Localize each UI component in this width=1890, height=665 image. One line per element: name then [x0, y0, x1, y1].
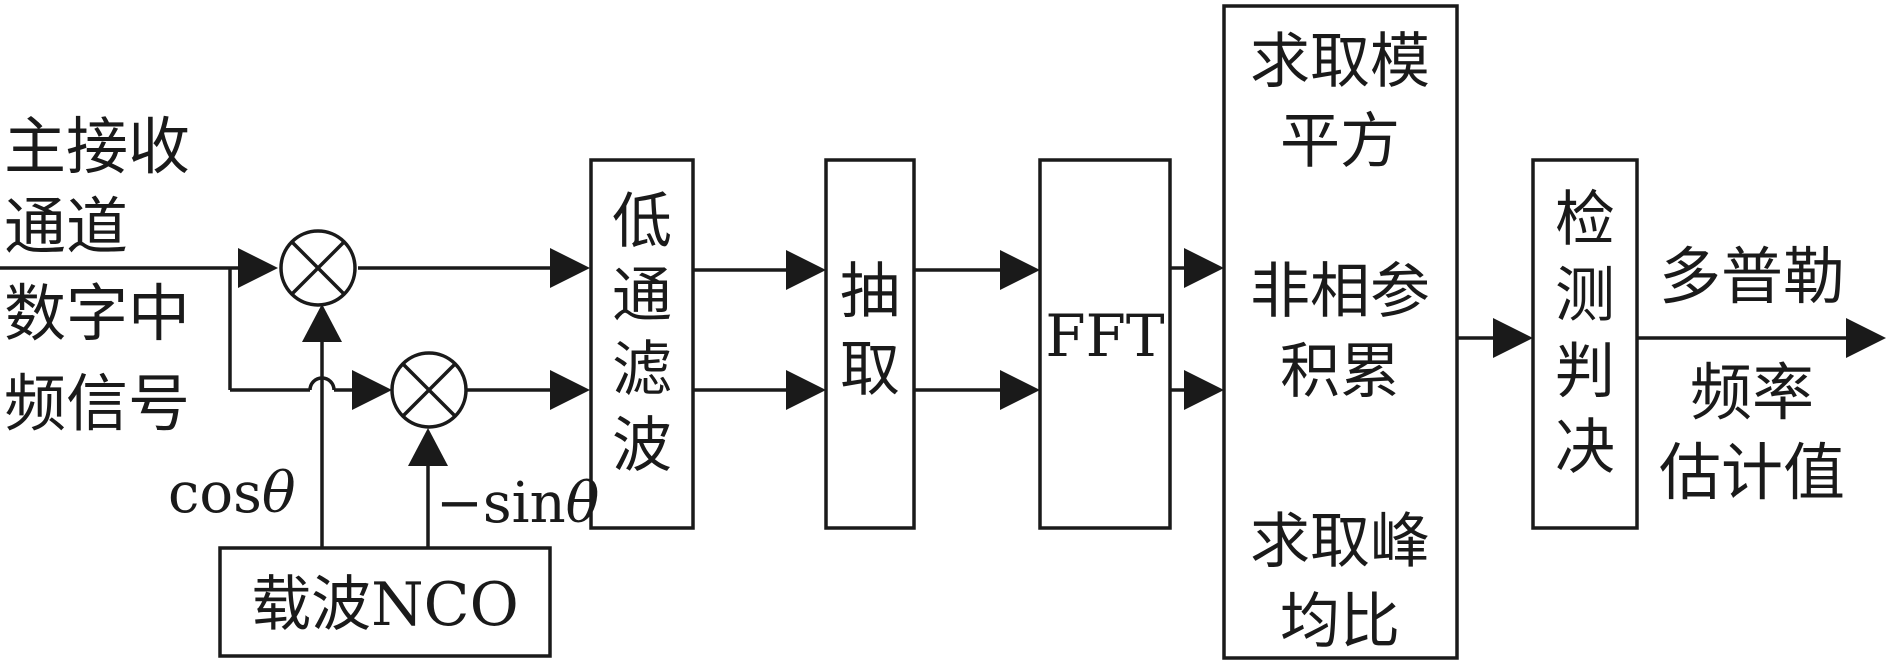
nco-box — [218, 546, 552, 658]
nc-bot-line2: 均比 — [1280, 587, 1400, 657]
fft-label: FFT — [1045, 302, 1164, 370]
decim-box — [824, 158, 916, 530]
arrow-fft-nc-2 — [1184, 370, 1224, 410]
nco-label: 载波NCO — [251, 570, 519, 640]
arrow-lpf-decim-1 — [786, 250, 826, 290]
nc-top-line2: 平方 — [1280, 107, 1400, 177]
noncoherent-box — [1222, 4, 1459, 660]
arrow-input-mixer1 — [238, 248, 278, 288]
input-main-line2: 通道 — [4, 190, 128, 263]
lpf-box — [589, 158, 695, 530]
input-if-line1: 数字中 — [4, 277, 190, 350]
output-bottom-line2: 估计值 — [1659, 436, 1845, 509]
nc-bot-line1: 求取峰 — [1250, 507, 1430, 577]
lpf-char-3: 滤 — [612, 335, 672, 405]
arrow-lpf-decim-2 — [786, 370, 826, 410]
arrow-decim-fft-1 — [1000, 250, 1040, 290]
detect-char-4: 决 — [1555, 413, 1615, 483]
decim-char-1: 抽 — [840, 257, 900, 327]
signal-wires — [0, 248, 1886, 548]
mixer-1 — [279, 229, 357, 307]
arrow-mix1-lpf — [550, 248, 590, 288]
nc-top-line1: 求取模 — [1250, 27, 1430, 97]
lpf-char-2: 通 — [612, 261, 672, 331]
detect-box — [1531, 158, 1639, 530]
arrow-branch-mixer2 — [352, 370, 392, 410]
detect-char-2: 测 — [1555, 261, 1615, 331]
input-if-line2: 频信号 — [4, 367, 190, 440]
cos-theta-label: cosθ — [168, 461, 296, 526]
arrow-decim-fft-2 — [1000, 370, 1040, 410]
arrow-cos-mixer1 — [302, 304, 342, 342]
arrow-nc-detect — [1493, 318, 1533, 358]
mixer-2 — [390, 351, 468, 429]
arrow-output — [1846, 318, 1886, 358]
arrow-sin-mixer2 — [408, 428, 448, 466]
lpf-char-1: 低 — [612, 187, 672, 257]
lpf-char-4: 波 — [612, 411, 672, 481]
nc-mid-line1: 非相参 — [1250, 257, 1430, 327]
nc-mid-line2: 积累 — [1280, 337, 1400, 407]
fft-box — [1038, 158, 1172, 530]
sin-theta-label: −sinθ — [436, 471, 599, 536]
decim-char-2: 取 — [840, 335, 900, 405]
detect-char-1: 检 — [1555, 185, 1615, 255]
arrow-mix2-lpf — [550, 370, 590, 410]
output-top: 多普勒 — [1659, 240, 1845, 313]
input-main-line1: 主接收 — [4, 110, 190, 183]
arrow-fft-nc-1 — [1184, 248, 1224, 288]
output-bottom-line1: 频率 — [1690, 356, 1814, 429]
detect-char-3: 判 — [1555, 337, 1615, 407]
